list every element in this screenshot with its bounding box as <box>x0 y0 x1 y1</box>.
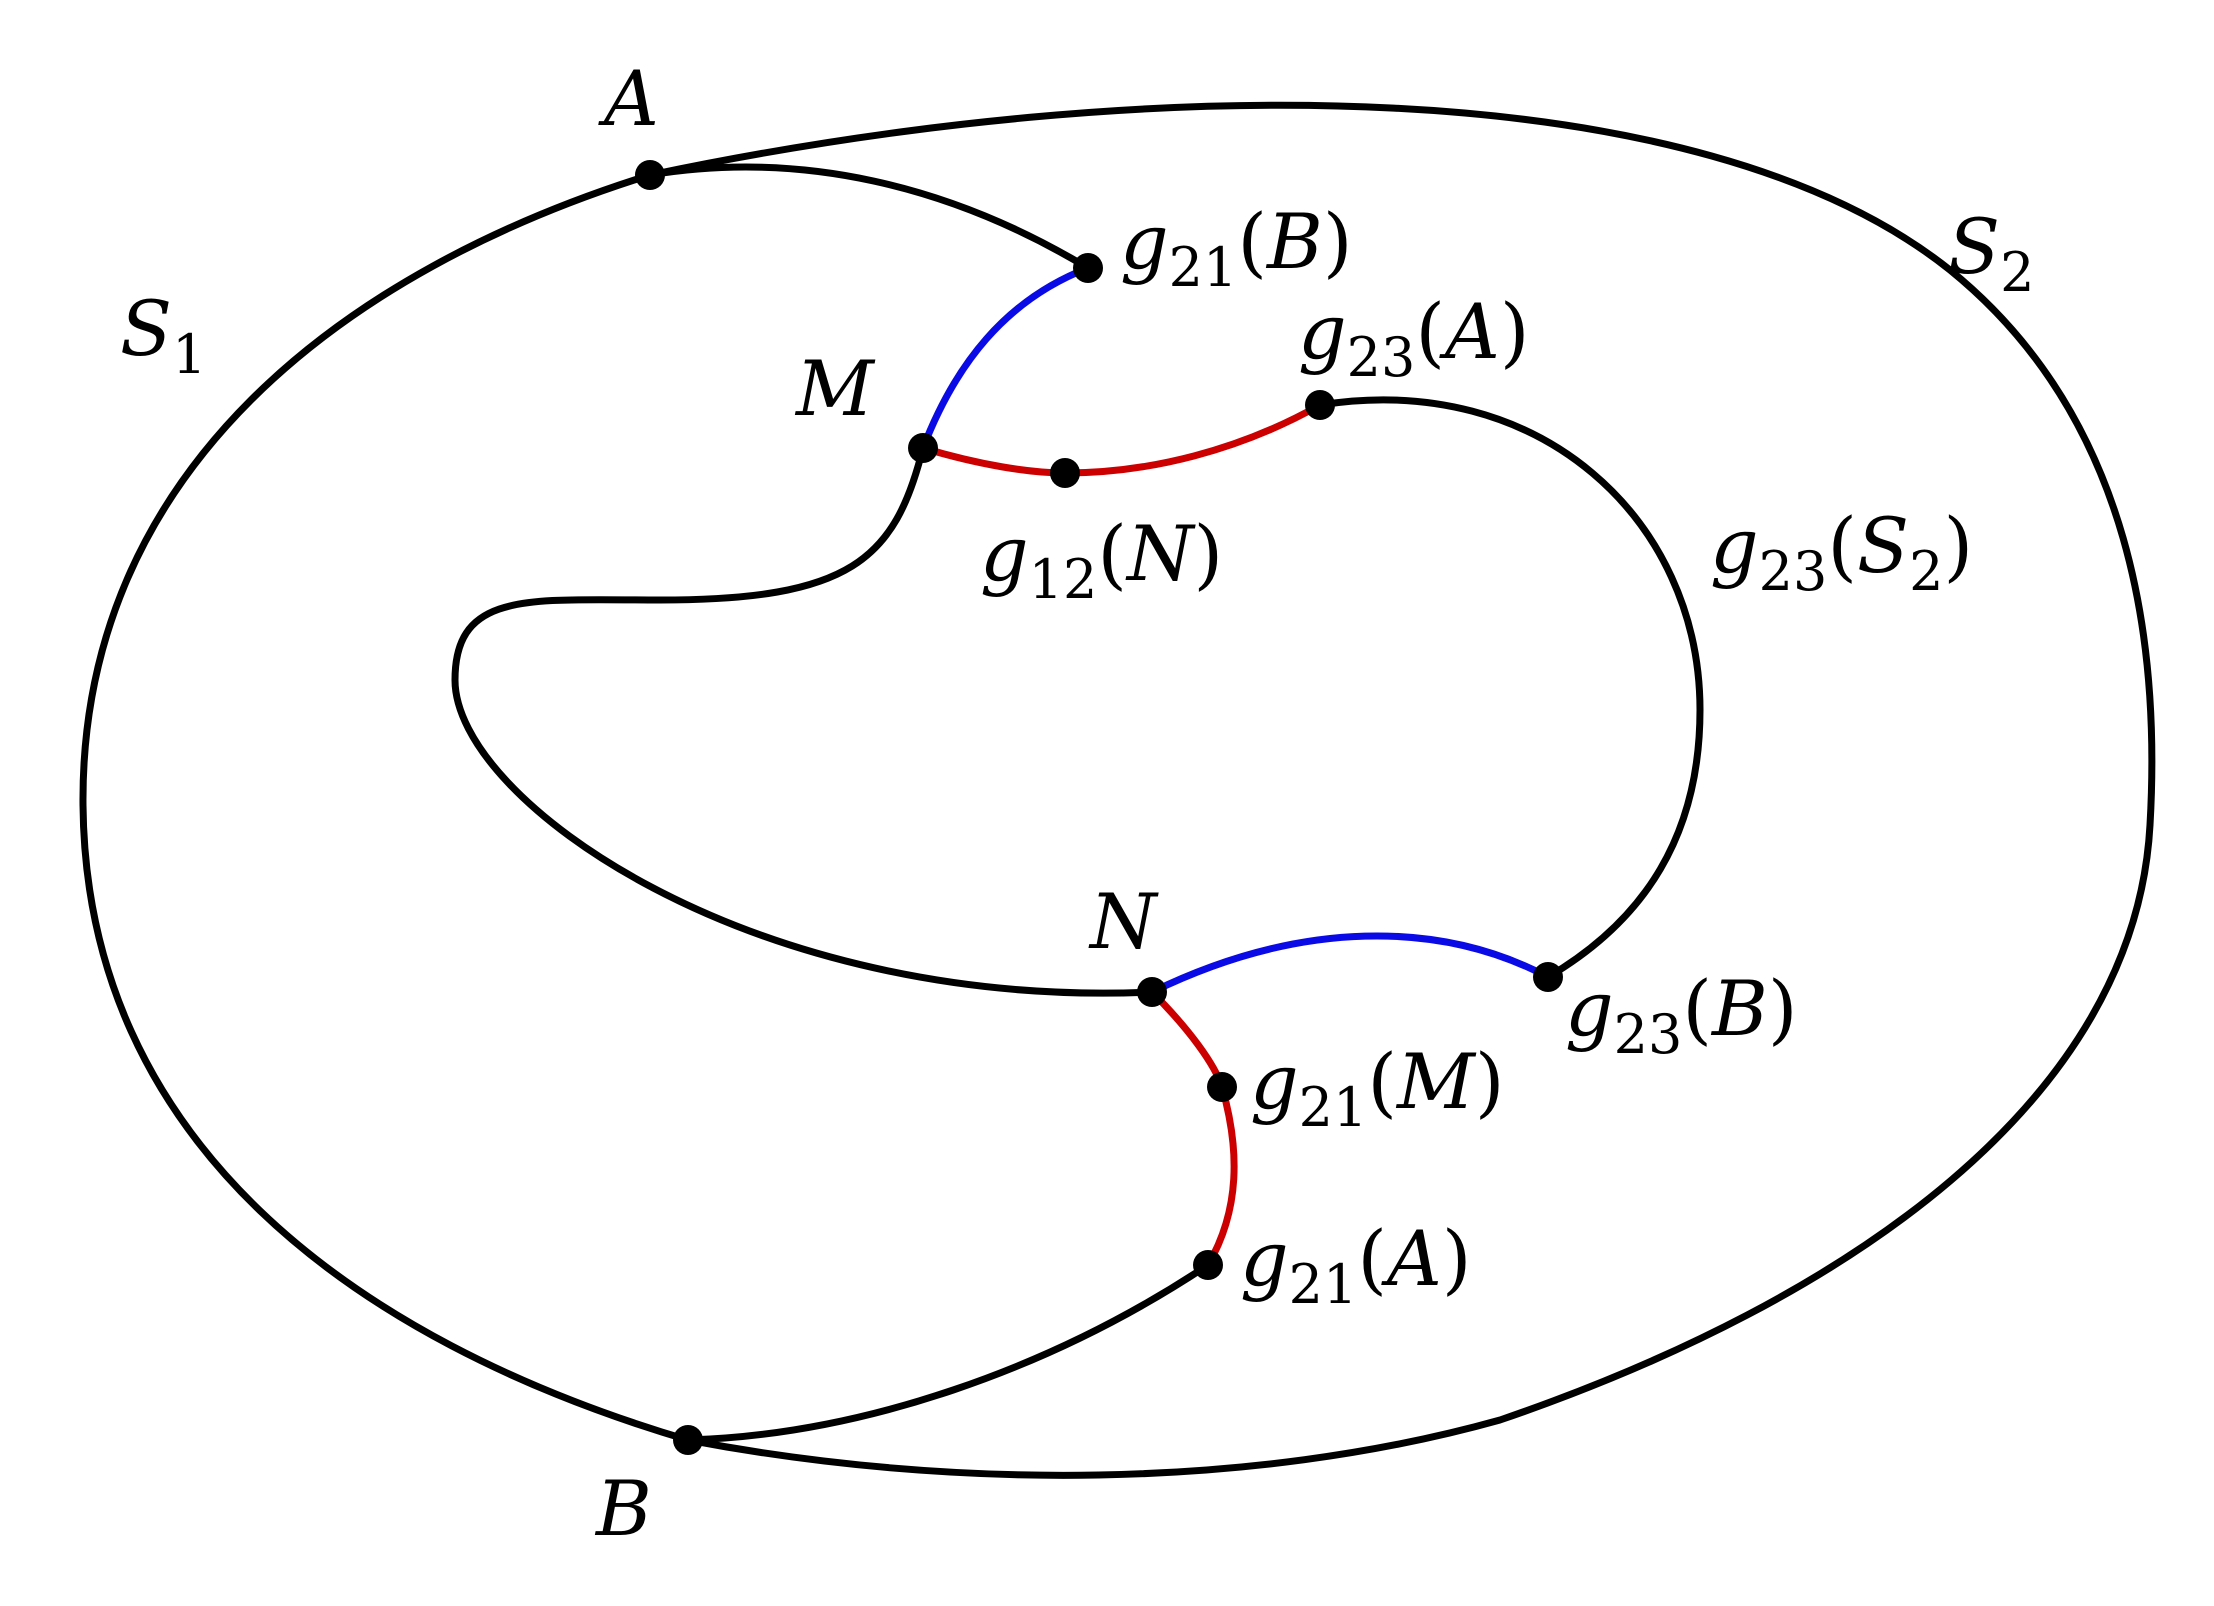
blue-arc-g21b-to-m <box>919 264 1092 452</box>
label-n: N <box>1088 877 1159 966</box>
point-n <box>1137 977 1167 1007</box>
arc-a-to-g21b <box>646 163 1092 272</box>
point-m <box>908 433 938 463</box>
label-g21-b: g21(B) <box>1120 197 1353 299</box>
label-s2: S2 <box>1948 202 2034 304</box>
label-g23-b: g23(B) <box>1565 964 1798 1066</box>
label-m: M <box>794 344 876 433</box>
point-a <box>635 160 665 190</box>
red-arc-m-to-g23a <box>919 401 1324 477</box>
point-g21b <box>1073 253 1103 283</box>
label-a: A <box>598 54 659 143</box>
red-arc-n-to-g21m-to-g21a <box>1148 988 1238 1269</box>
point-b <box>673 1425 703 1455</box>
label-g21-m: g21(M) <box>1250 1037 1505 1139</box>
s1-boundary-arc <box>79 171 692 1444</box>
label-g23-s2: g23(S2) <box>1710 501 1973 603</box>
point-g12n <box>1050 458 1080 488</box>
label-g21-a: g21(A) <box>1240 1214 1472 1316</box>
g23-s2-boundary-arc <box>1316 396 1704 981</box>
point-g23a <box>1305 390 1335 420</box>
label-g12-n: g12(N) <box>980 509 1223 611</box>
blue-arc-n-to-g23b <box>1148 932 1552 996</box>
point-g21a <box>1193 1250 1223 1280</box>
g12-s1-boundary-arc <box>451 444 1156 997</box>
s2-boundary-arc <box>646 101 2156 1479</box>
point-g23b <box>1533 962 1563 992</box>
label-g23-a: g23(A) <box>1298 287 1530 389</box>
label-b: B <box>594 1464 652 1553</box>
arc-g21a-to-b <box>684 1261 1212 1444</box>
point-g21m <box>1207 1072 1237 1102</box>
label-s1: S1 <box>120 284 206 386</box>
